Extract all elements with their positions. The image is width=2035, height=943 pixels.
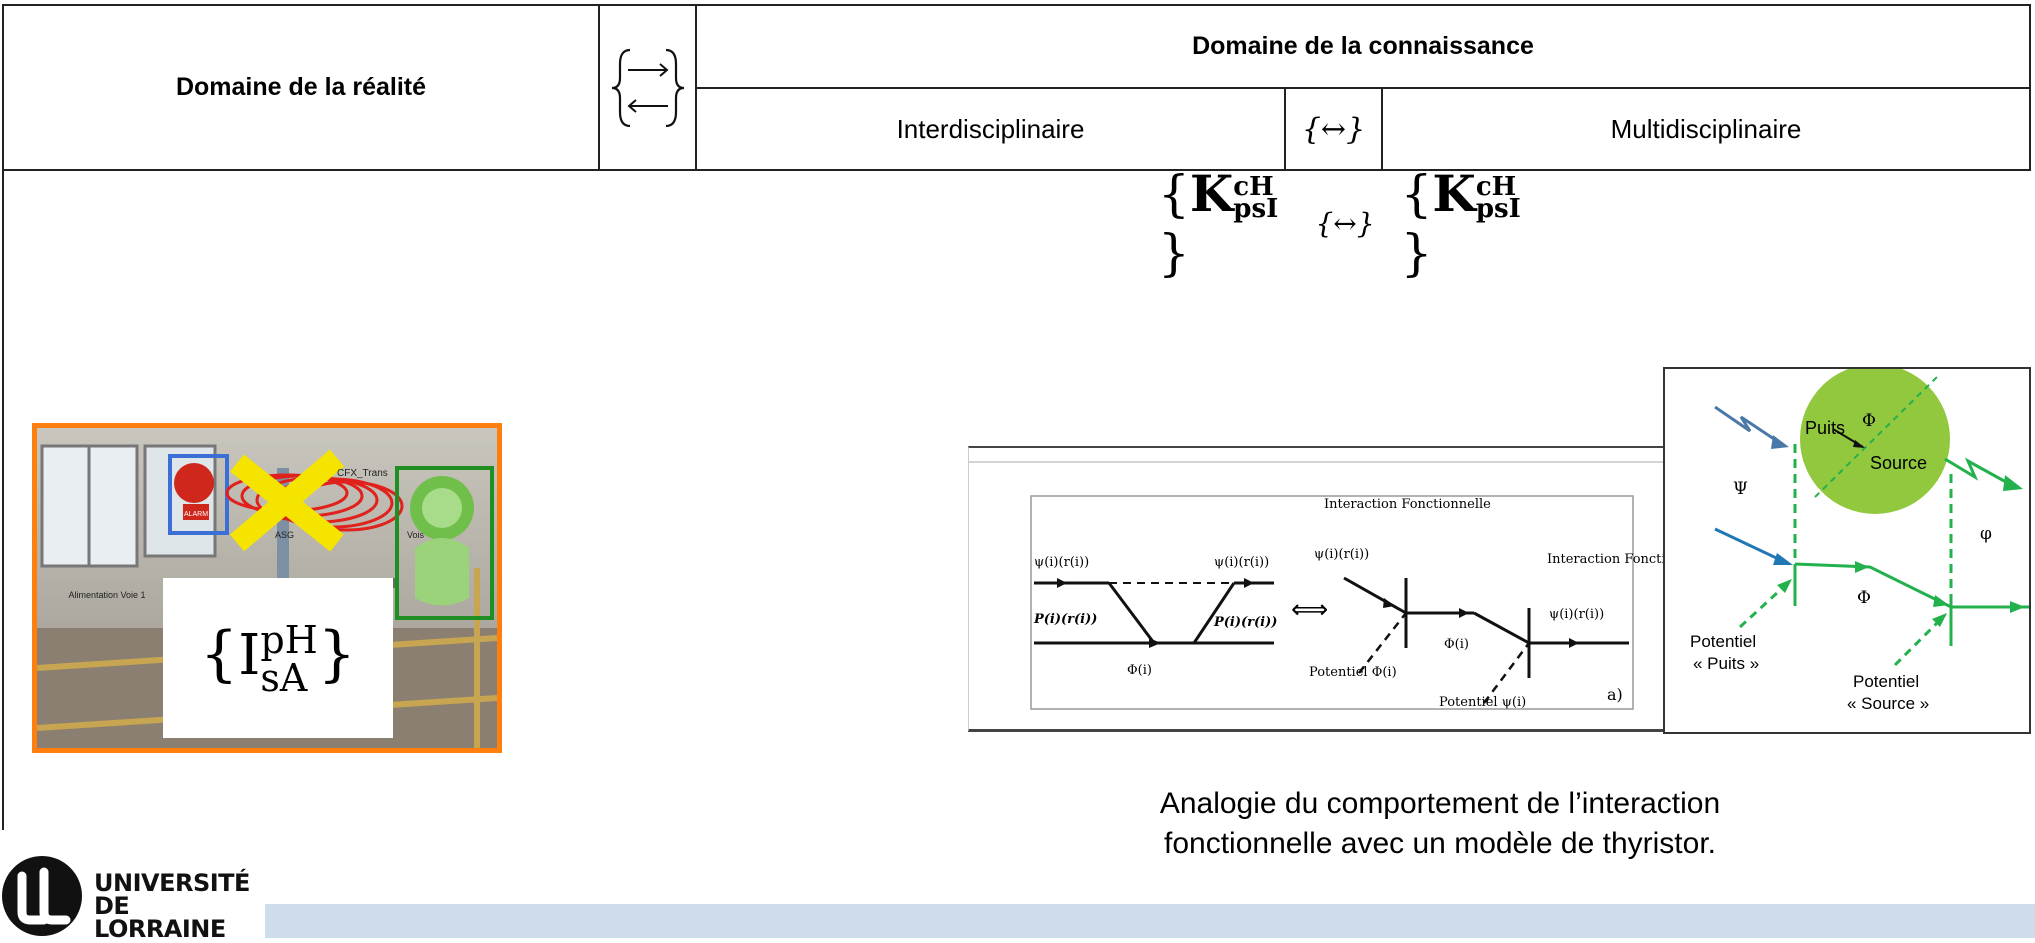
coupling-circle	[1800, 364, 1950, 514]
phi-circle-label: Φ	[1862, 411, 1876, 431]
industrial-scene-photo: ALARM CFX_Trans ASG Vois Alimentation Vo…	[32, 423, 502, 753]
logo-line-2: DE LORRAINE	[94, 892, 226, 943]
p-label-left: P(i)(r(i))	[1033, 612, 1097, 627]
potential-figure: Puits Φ Source Ψ φ Φ Potentiel « Puits »…	[1690, 364, 2029, 713]
multidisciplinary-cell: Multidisciplinaire	[1381, 87, 2031, 171]
asg-label: ASG	[275, 530, 294, 540]
k-term-left: {K cH psI }	[1158, 164, 1279, 282]
knowledge-formula: {K cH psI } {↔} {K cH psI }	[1158, 164, 1528, 282]
equivalence-symbol: ⟺	[1291, 595, 1328, 625]
interdisciplinary-cell: Interdisciplinaire	[695, 87, 1286, 171]
interdisciplinary-label: Interdisciplinaire	[896, 113, 1085, 144]
potentiel-phi-label: Potentiel Φ(i)	[1309, 665, 1397, 680]
source-label: Source	[1870, 453, 1927, 473]
ul-logo-icon	[2, 856, 82, 936]
bi-arrow-formula: {↔}	[1315, 206, 1375, 240]
knowledge-domain-cell: Domaine de la connaissance	[695, 4, 2031, 89]
psi-label-right: ψ(i)(r(i))	[1314, 547, 1369, 562]
bi-arrow-symbol: {↔}	[1301, 111, 1366, 147]
phi-label-left: Φ(i)	[1127, 663, 1152, 678]
phi-label-right: Φ(i)	[1444, 637, 1469, 652]
thyristor-diagram: ψ(i)(r(i)) P(i)(r(i)) Φ(i) ψ(i)(r(i)) P(…	[968, 446, 1714, 732]
p-label-mid: P(i)(r(i))	[1213, 615, 1277, 630]
potential-diagram: Puits Φ Source Ψ φ Φ Potentiel « Puits »…	[1663, 364, 2031, 734]
puits-label: Puits	[1805, 418, 1845, 438]
pot-puits-line1: Potentiel	[1690, 632, 1756, 651]
alimentation-label: Alimentation Voie 1	[68, 590, 145, 600]
multidisciplinary-label: Multidisciplinaire	[1610, 113, 1802, 144]
psi-label-mid: ψ(i)(r(i))	[1214, 555, 1269, 570]
panel-a-label: a)	[1607, 685, 1623, 704]
potentiel-psi-label: Potentiel ψ(i)	[1439, 695, 1526, 710]
knowledge-domain-label: Domaine de la connaissance	[1192, 32, 1534, 60]
psi-label: Ψ	[1733, 479, 1748, 499]
reality-domain-label: Domaine de la réalité	[175, 73, 427, 101]
phi-path-label: Φ	[1857, 588, 1871, 608]
university-logo: UNIVERSITÉ DE LORRAINE	[0, 854, 250, 941]
psi-label-left: ψ(i)(r(i))	[1034, 555, 1089, 570]
cfx-trans-label: CFX_Trans	[337, 468, 388, 479]
pot-source-line2: « Source »	[1847, 694, 1929, 713]
pot-source-line1: Potentiel	[1853, 672, 1919, 691]
figure-caption: Analogie du comportement de l’interactio…	[1130, 784, 1750, 864]
caption-line-2: fonctionnelle avec un modèle de thyristo…	[1164, 827, 1716, 860]
caption-line-1: Analogie du comportement de l’interactio…	[1159, 787, 1721, 820]
footer-band	[265, 904, 2035, 938]
k-term-right: {K cH psI }	[1400, 164, 1521, 282]
vois-label: Vois	[407, 530, 425, 540]
pot-puits-line2: « Puits »	[1693, 654, 1759, 673]
varphi-label: φ	[1980, 524, 1992, 544]
interaction-label-top: Interaction Fonctionnelle	[1324, 497, 1491, 512]
reality-domain-cell: Domaine de la réalité	[2, 4, 600, 171]
logo-line-1: UNIVERSITÉ	[94, 869, 250, 897]
alarm-label: ALARM	[184, 511, 208, 518]
bi-arrow-cell: {↔}	[1284, 87, 1383, 171]
content-left-border	[2, 170, 4, 830]
bidirectional-arrow-cell	[598, 4, 697, 171]
thyristor-figure: ψ(i)(r(i)) P(i)(r(i)) Φ(i) ψ(i)(r(i)) P(…	[969, 461, 1714, 710]
psi-label-far-right: ψ(i)(r(i))	[1549, 607, 1604, 622]
brace-arrows-icon	[611, 48, 684, 127]
interaction-label-right: Interaction Fonctionnelle	[1547, 552, 1669, 567]
